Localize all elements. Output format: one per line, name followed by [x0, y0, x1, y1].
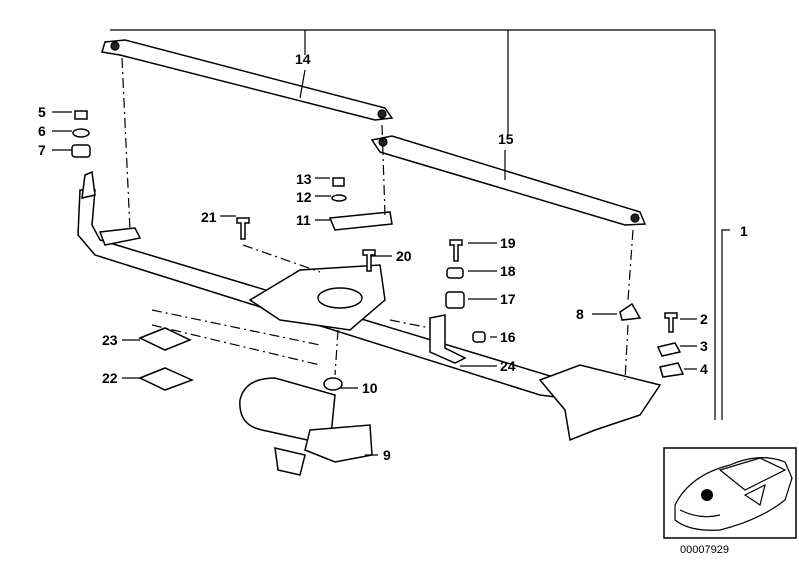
- callout-22[interactable]: 22: [102, 370, 118, 386]
- callout-11[interactable]: 11: [296, 212, 311, 228]
- alignment-lines: [121, 57, 634, 381]
- callout-12[interactable]: 12: [296, 189, 312, 205]
- callout-13[interactable]: 13: [296, 171, 312, 187]
- callout-3[interactable]: 3: [700, 338, 708, 354]
- locator-marker: [701, 489, 713, 501]
- callout-18[interactable]: 18: [500, 263, 516, 279]
- assembly-bracket-lines: [110, 29, 730, 420]
- linkage-rod-15: [370, 135, 647, 226]
- callout-5[interactable]: 5: [38, 104, 46, 120]
- callout-7[interactable]: 7: [38, 142, 46, 158]
- group-15-14-bracket: [304, 30, 509, 135]
- callout-16[interactable]: 16: [500, 329, 516, 345]
- callout-17[interactable]: 17: [500, 291, 516, 307]
- callout-10[interactable]: 10: [362, 380, 378, 396]
- callout-23[interactable]: 23: [102, 332, 118, 348]
- linkage-rod-14: [101, 39, 394, 121]
- wiper-motor-9: [239, 377, 373, 476]
- small-parts: [71, 110, 685, 391]
- callout-15[interactable]: 15: [498, 131, 514, 147]
- callout-6[interactable]: 6: [38, 123, 46, 139]
- image-number: 00007929: [680, 544, 729, 556]
- wiper-frame-tube: [77, 170, 662, 442]
- leader-lines: [52, 69, 697, 456]
- callout-8[interactable]: 8: [576, 306, 584, 322]
- callout-21[interactable]: 21: [201, 209, 217, 225]
- callout-24[interactable]: 24: [500, 358, 516, 374]
- callout-2[interactable]: 2: [700, 311, 708, 327]
- callout-14[interactable]: 14: [295, 51, 311, 67]
- vehicle-locator-inset: [663, 447, 797, 539]
- callout-19[interactable]: 19: [500, 235, 516, 251]
- callout-4[interactable]: 4: [700, 361, 708, 377]
- callout-9[interactable]: 9: [383, 447, 391, 463]
- callout-20[interactable]: 20: [396, 248, 412, 264]
- callout-1[interactable]: 1: [740, 223, 748, 239]
